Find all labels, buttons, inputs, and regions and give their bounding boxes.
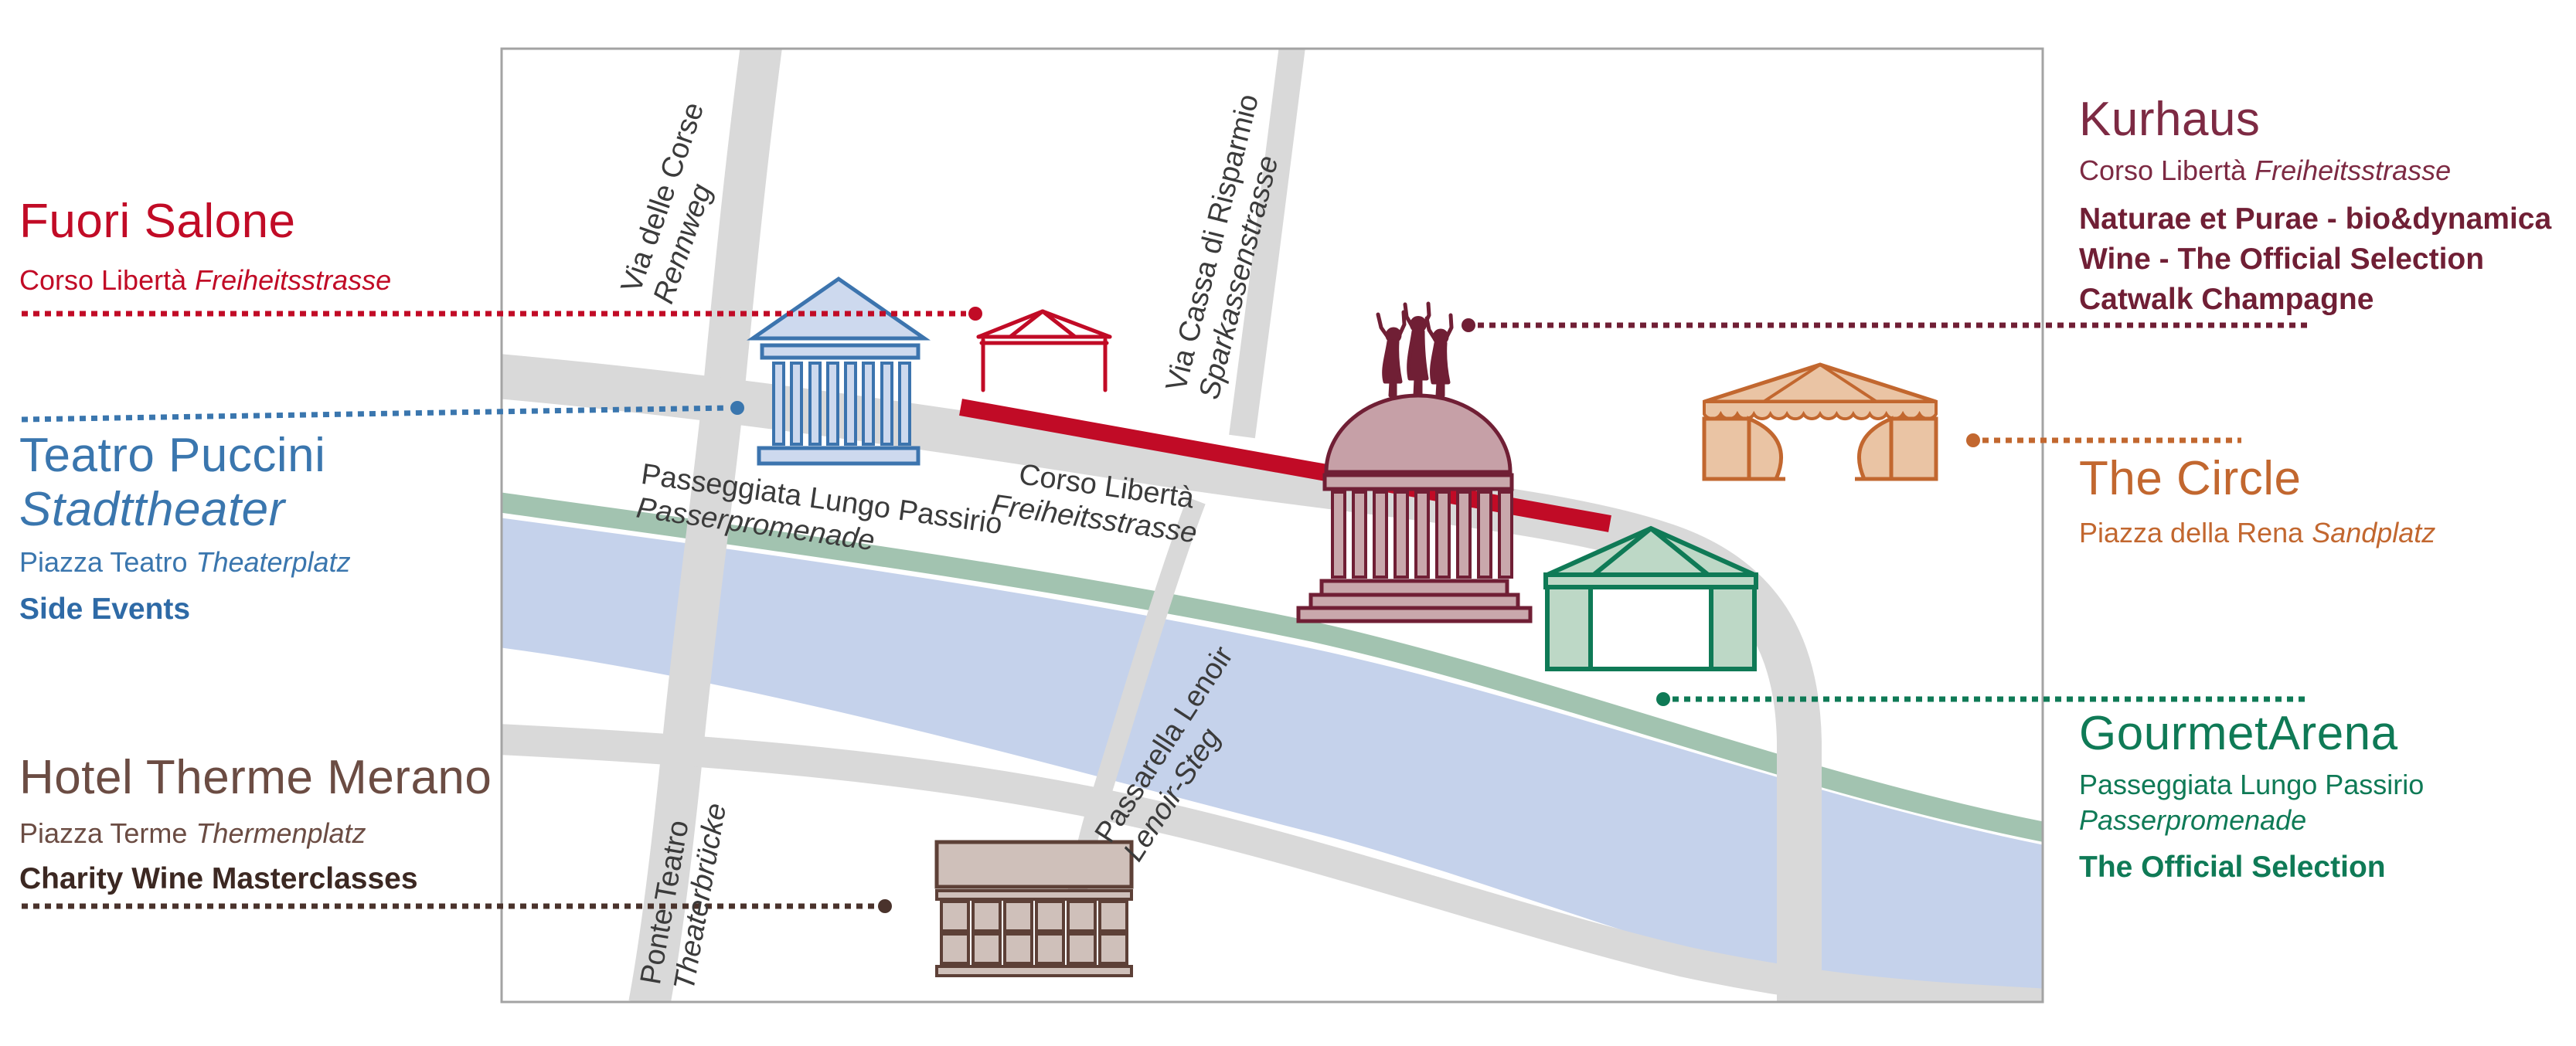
teatro-place-it: Piazza Teatro bbox=[19, 546, 188, 578]
map-border bbox=[500, 47, 2044, 1004]
leader-dots bbox=[730, 307, 1980, 913]
leader-teatro bbox=[21, 405, 728, 423]
street-south-bank bbox=[502, 724, 2042, 1002]
kurhaus-statues-icon bbox=[1376, 301, 1454, 398]
gourmet-title: GourmetArena bbox=[2079, 707, 2398, 760]
kurhaus-event-1: Naturae et Purae - bio&dynamica bbox=[2079, 202, 2552, 236]
teatro-title: Teatro Puccini bbox=[19, 429, 326, 482]
kurhaus-street-it: Corso Libertà bbox=[2079, 155, 2247, 186]
leader-lines bbox=[21, 311, 2309, 909]
teatro-puccini-building-icon bbox=[747, 276, 931, 466]
dot-circle bbox=[1966, 433, 1980, 447]
hotel-event: Charity Wine Masterclasses bbox=[19, 862, 418, 895]
kurhaus-title: Kurhaus bbox=[2079, 93, 2261, 146]
kurhaus-event-2: Wine - The Official Selection bbox=[2079, 243, 2485, 276]
street-via-cassa-di-risparmio bbox=[1229, 49, 1305, 439]
teatro-title-de: Stadttheater bbox=[19, 483, 285, 536]
circle-place: Piazza della Rena Sandplatz bbox=[2079, 515, 2435, 551]
fuori-salone-street-de: Freiheitsstrasse bbox=[195, 264, 392, 296]
hotel-place-it: Piazza Terme bbox=[19, 817, 188, 849]
hotel-therme-building-icon bbox=[934, 840, 1134, 977]
circle-place-de: Sandplatz bbox=[2312, 517, 2436, 548]
fuori-salone-street-it: Corso Libertà bbox=[19, 264, 187, 296]
teatro-place-de: Theaterplatz bbox=[196, 546, 351, 578]
gourmetarena-tent-icon bbox=[1543, 525, 1758, 671]
legend-the-circle: The Circle Piazza della Rena Sandplatz bbox=[2079, 452, 2435, 551]
teatro-event: Side Events bbox=[19, 593, 191, 626]
legend-teatro-puccini: Teatro Puccini Stadttheater Piazza Teatr… bbox=[19, 429, 351, 630]
dot-fuori-salone bbox=[968, 307, 982, 321]
gourmet-place-it: Passeggiata Lungo Passirio bbox=[2079, 769, 2425, 800]
kurhaus-street-de: Freiheitsstrasse bbox=[2254, 155, 2452, 186]
street-via-delle-corse-ponte-teatro bbox=[628, 49, 782, 1002]
fuori-salone-title: Fuori Salone bbox=[19, 195, 296, 248]
the-circle-tent-icon bbox=[1702, 362, 1938, 481]
kurhaus-building-icon bbox=[1296, 393, 1533, 623]
hotel-title: Hotel Therme Merano bbox=[19, 751, 492, 804]
dot-gourmet bbox=[1656, 692, 1670, 706]
kurhaus-event-3: Catwalk Champagne bbox=[2079, 283, 2374, 316]
dot-kurhaus bbox=[1462, 318, 1475, 332]
hotel-place-de: Thermenplatz bbox=[196, 817, 366, 849]
river-passirio bbox=[502, 518, 2042, 1002]
dot-teatro bbox=[730, 401, 744, 415]
dot-hotel bbox=[878, 899, 892, 913]
legend-gourmetarena: GourmetArena Passeggiata Lungo Passirio … bbox=[2079, 707, 2424, 888]
circle-title: The Circle bbox=[2079, 452, 2302, 505]
gourmet-event: The Official Selection bbox=[2079, 851, 2386, 884]
gourmet-place-de: Passerpromenade bbox=[2079, 804, 2307, 836]
circle-place-it: Piazza della Rena bbox=[2079, 517, 2304, 548]
fuori-salone-tent-icon bbox=[976, 309, 1112, 392]
